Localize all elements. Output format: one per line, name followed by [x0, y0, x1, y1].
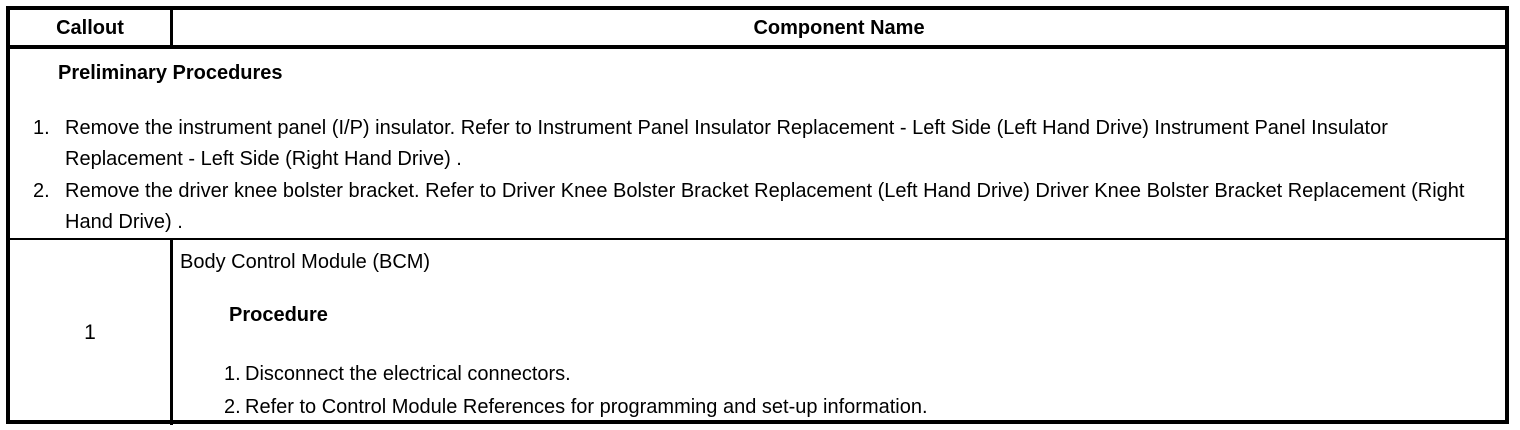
preliminary-step-1-number: 1. [33, 117, 50, 139]
component-cell: Body Control Module (BCM) Procedure 1. D… [173, 240, 1505, 425]
preliminary-procedures-row: Preliminary Procedures 1. Remove the ins… [10, 49, 1505, 240]
table-header-row: Callout Component Name [10, 10, 1505, 49]
header-cell-callout: Callout [10, 10, 173, 45]
procedure-step-list: 1. Disconnect the electrical connectors.… [224, 359, 1495, 423]
procedure-step-2-number: 2. [224, 396, 241, 418]
procedure-heading: Procedure [229, 304, 328, 326]
procedure-step-1: 1. Disconnect the electrical connectors. [224, 359, 1495, 390]
component-row-bcm: 1 Body Control Module (BCM) Procedure 1.… [10, 240, 1505, 425]
procedure-step-2: 2. Refer to Control Module References fo… [224, 392, 1495, 423]
preliminary-procedures-title: Preliminary Procedures [58, 62, 283, 84]
callout-number: 1 [10, 240, 173, 425]
component-name-text: Body Control Module (BCM) [180, 251, 431, 273]
procedure-step-1-text: Disconnect the electrical connectors. [245, 363, 571, 385]
preliminary-step-2-text: Remove the driver knee bolster bracket. … [65, 180, 1465, 233]
preliminary-step-list: 1. Remove the instrument panel (I/P) ins… [33, 113, 1491, 238]
preliminary-step-2-number: 2. [33, 180, 50, 202]
component-table: Callout Component Name Preliminary Proce… [6, 6, 1509, 425]
preliminary-step-1-text: Remove the instrument panel (I/P) insula… [65, 117, 1388, 170]
preliminary-step-1: 1. Remove the instrument panel (I/P) ins… [33, 113, 1491, 175]
preliminary-step-2: 2. Remove the driver knee bolster bracke… [33, 176, 1491, 238]
procedure-step-2-text: Refer to Control Module References for p… [245, 396, 928, 418]
procedure-step-1-number: 1. [224, 363, 241, 385]
header-cell-component-name: Component Name [753, 16, 925, 39]
